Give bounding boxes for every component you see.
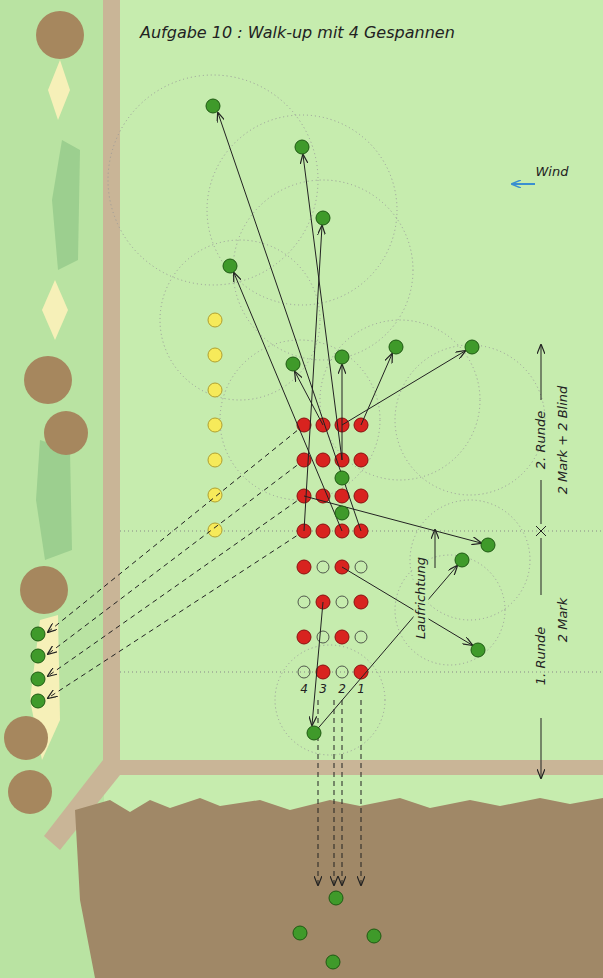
diagram-title: Aufgabe 10 : Walk-up mit 4 Gespannen [140, 24, 455, 42]
column-number: 1 [357, 683, 365, 697]
column-number: 3 [319, 683, 327, 697]
task-label: 2 Mark [556, 598, 571, 642]
task-label: 2 Mark + 2 Blind [556, 386, 571, 495]
wind-label: Wind [536, 165, 569, 180]
direction-label: Laufrichtung [414, 555, 429, 641]
round-label: 1. Runde [534, 627, 549, 685]
column-number: 2 [338, 683, 346, 697]
column-number: 4 [300, 683, 308, 697]
round-label: 2. Runde [534, 411, 549, 469]
